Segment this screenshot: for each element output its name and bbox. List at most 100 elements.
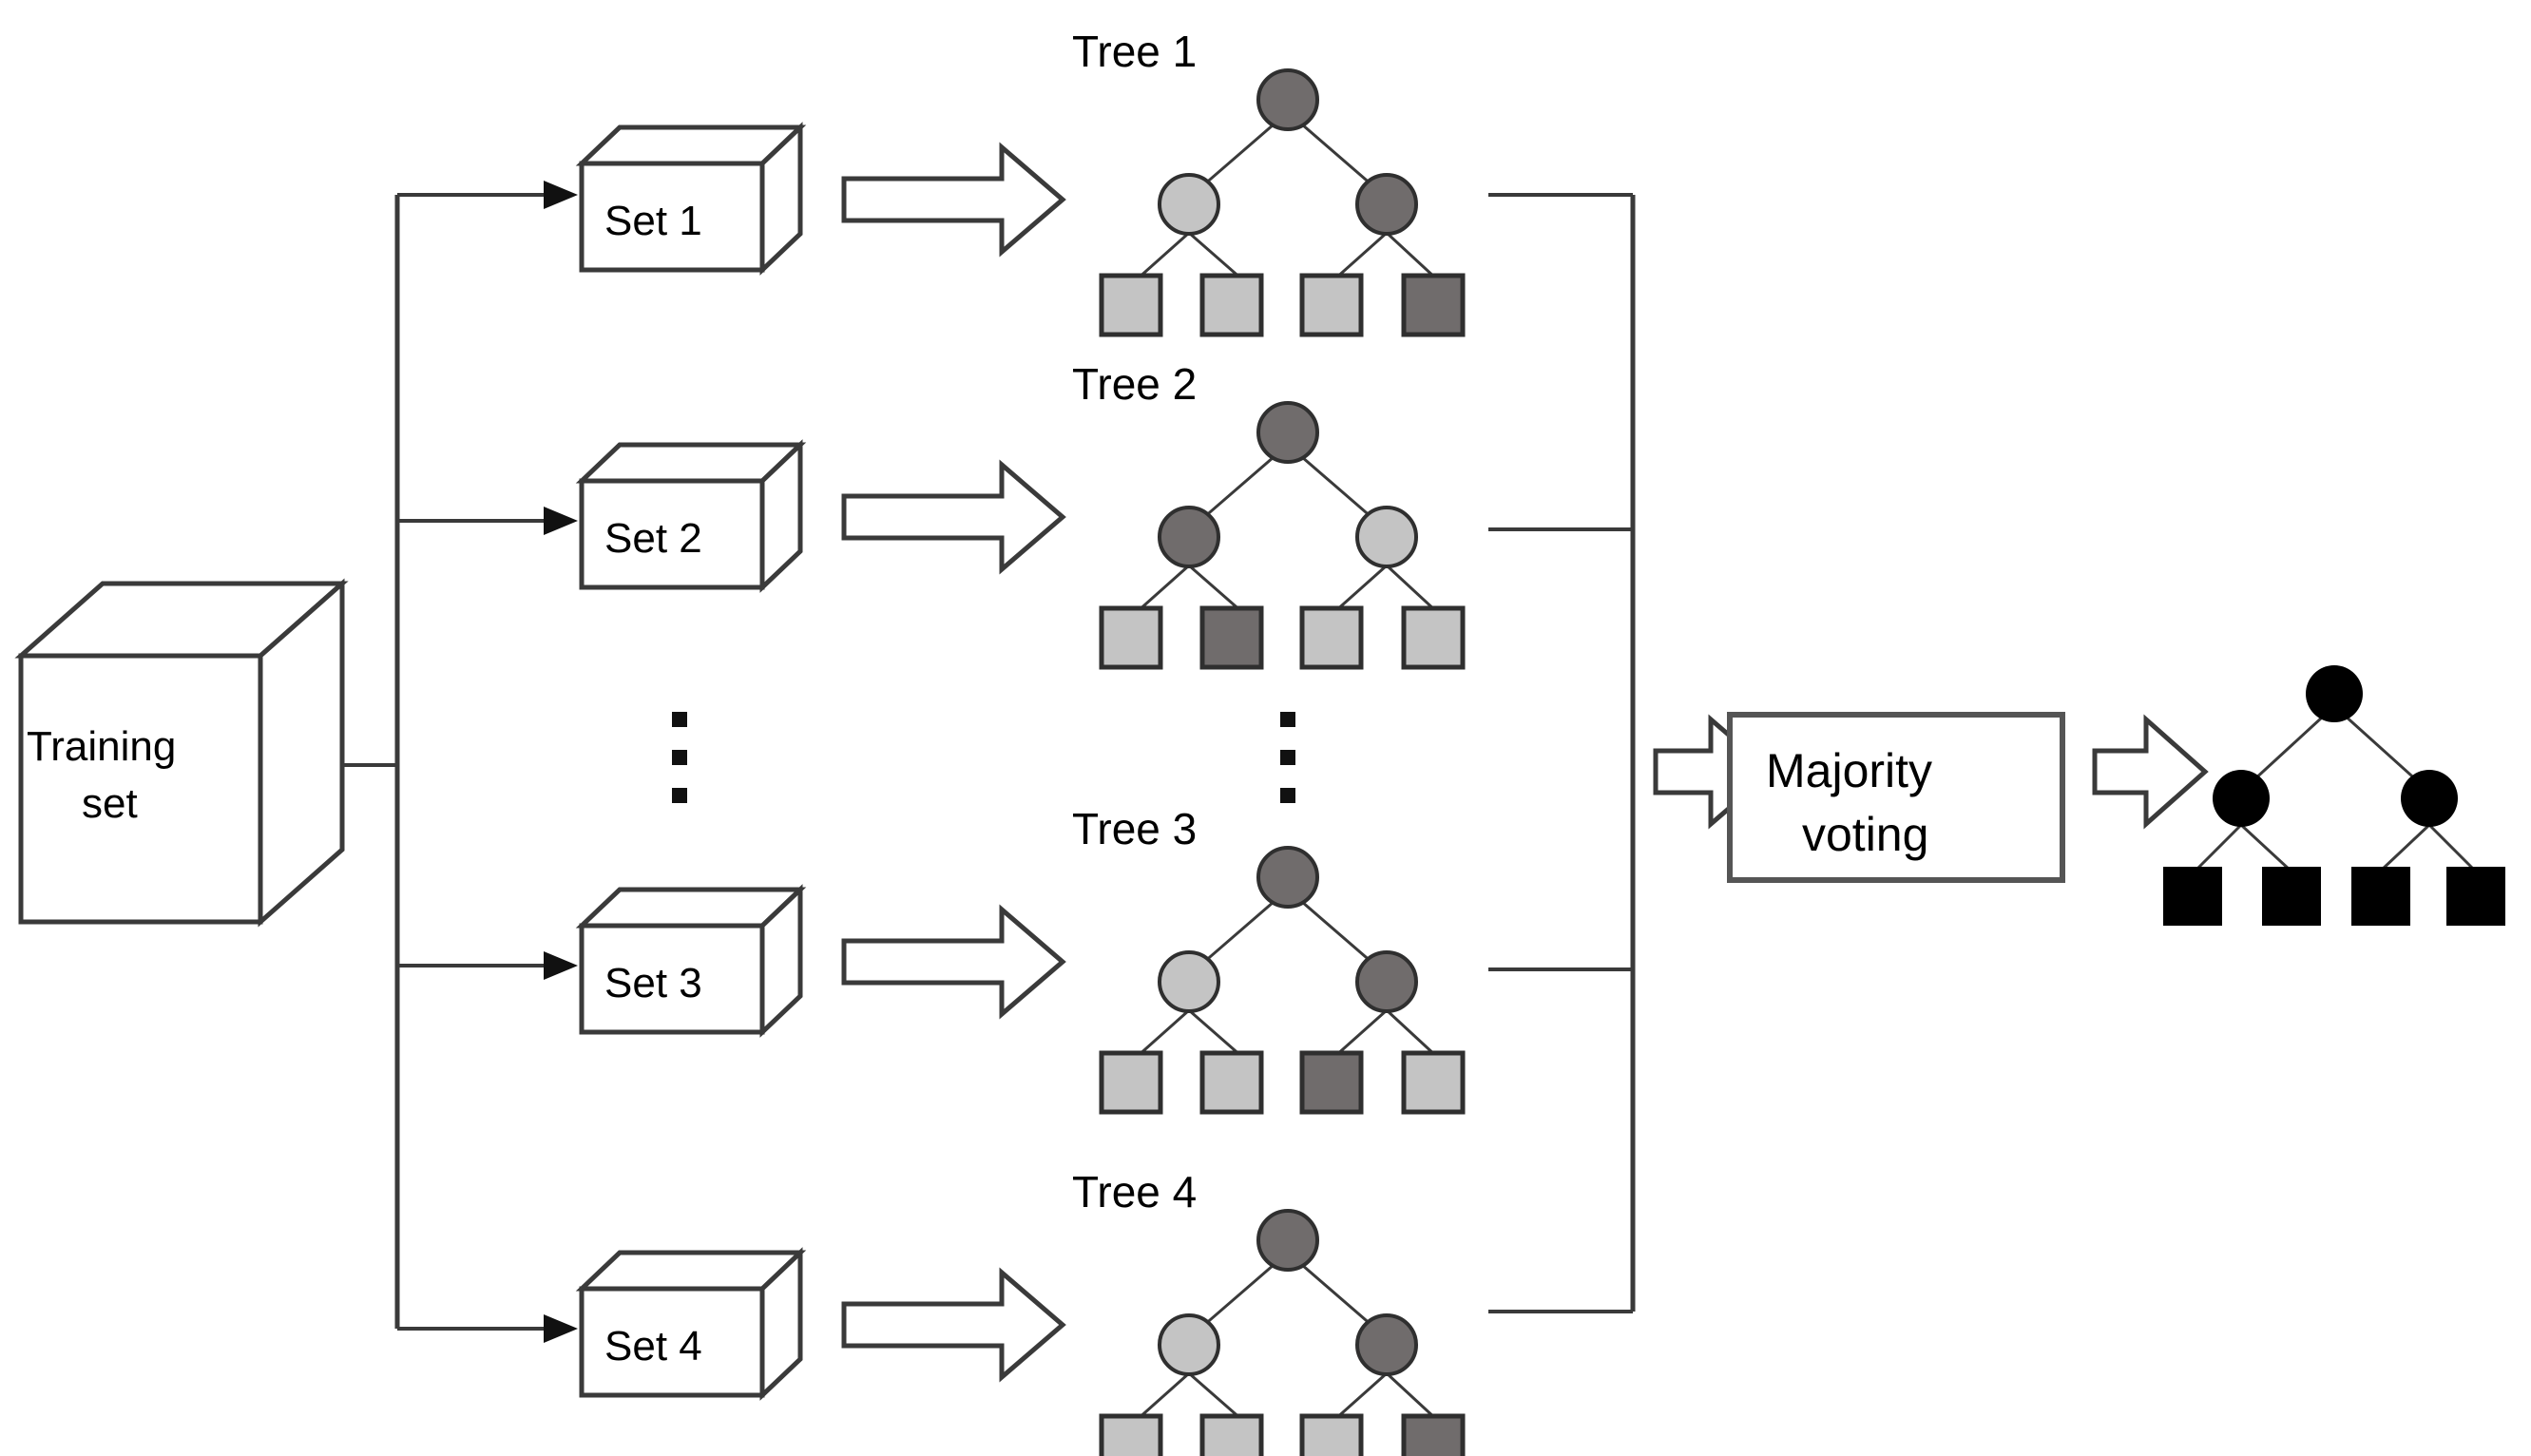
tree-1-edge-l-lr	[1188, 231, 1243, 281]
set-2-box: Set 2	[575, 439, 807, 593]
set-ellipsis-dot-3	[672, 788, 687, 803]
set-to-tree-arrow-1	[841, 142, 1066, 258]
training-set-label-line1: Training	[27, 723, 176, 770]
tree-ellipsis-dot-3	[1280, 788, 1295, 803]
set-4-front-face	[579, 1286, 765, 1398]
set-ellipsis-dot-2	[672, 750, 687, 765]
tree-1-edge-l-ll	[1136, 231, 1190, 281]
tree-3: Tree 3	[1072, 804, 1466, 1115]
arrow-to-result-tree	[2092, 714, 2209, 830]
tree-4-internal-node-left	[1158, 1313, 1220, 1376]
tree-2-edge-l-lr	[1188, 564, 1243, 614]
result-tree	[2163, 665, 2505, 926]
tree-2-leaf-1	[1099, 605, 1163, 670]
split-arrow-1	[397, 181, 578, 209]
set-2-front-face	[579, 478, 765, 590]
tree-3-leaf-4	[1401, 1050, 1466, 1115]
tree-2: Tree 2	[1072, 359, 1466, 670]
tree-3-internal-node-right	[1355, 950, 1418, 1013]
tree-4-internal-node-right	[1355, 1313, 1418, 1376]
tree-3-internal-node-left	[1158, 950, 1220, 1013]
majority-voting-label-line1: Majority	[1766, 744, 1932, 797]
tree-2-edge-r-rl	[1333, 564, 1388, 614]
split-arrow-2	[397, 507, 578, 535]
set-to-tree-arrow-2	[841, 459, 1066, 575]
tree-4-root-node	[1256, 1209, 1319, 1272]
training-set-label-line2: set	[82, 780, 138, 827]
result-tree-edge-r-rr	[2427, 823, 2477, 872]
set-3-box: Set 3	[575, 884, 807, 1038]
set-1-box: Set 1	[575, 122, 807, 276]
result-tree-leaf-3	[2351, 867, 2410, 926]
result-tree-edge-l-ll	[2194, 823, 2243, 872]
tree-3-root-node	[1256, 846, 1319, 909]
training-set-right-face	[258, 578, 345, 928]
tree-1-internal-node-left	[1158, 173, 1220, 236]
tree-4-edge-l-ll	[1136, 1371, 1190, 1422]
tree-1-label: Tree 1	[1072, 27, 1197, 76]
majority-voting-box: Majority voting	[1727, 712, 2065, 883]
result-tree-leaf-2	[2262, 867, 2321, 926]
result-tree-leaf-4	[2446, 867, 2505, 926]
result-tree-root-node	[2306, 665, 2363, 722]
tree-2-internal-node-left	[1158, 506, 1220, 568]
tree-1-internal-node-right	[1355, 173, 1418, 236]
set-to-tree-arrow-3	[841, 904, 1066, 1020]
tree-1-leaf-3	[1299, 273, 1364, 337]
set-3-right-face	[759, 884, 803, 1038]
set-3-label: Set 3	[604, 960, 702, 1006]
tree-1: Tree 1	[1072, 27, 1466, 337]
tree-1-leaf-1	[1099, 273, 1163, 337]
tree-4-leaf-4	[1401, 1413, 1466, 1456]
tree-1-leaf-2	[1199, 273, 1264, 337]
tree-3-leaf-3	[1299, 1050, 1364, 1115]
result-tree-internal-node-left	[2213, 770, 2270, 827]
set-4-right-face	[759, 1247, 803, 1401]
tree-3-leaf-2	[1199, 1050, 1264, 1115]
collector-bus	[1488, 193, 1636, 1313]
tree-ellipsis-dot-2	[1280, 750, 1295, 765]
majority-voting-label-line2: voting	[1802, 808, 1928, 861]
tree-ellipsis-dot-1	[1280, 712, 1295, 727]
tree-3-label: Tree 3	[1072, 804, 1197, 853]
tree-2-edge-l-ll	[1136, 564, 1190, 614]
training-set-box: Training set	[14, 578, 349, 928]
set-to-tree-arrow-4	[841, 1267, 1066, 1383]
tree-4-leaf-3	[1299, 1413, 1364, 1456]
tree-2-label: Tree 2	[1072, 359, 1197, 409]
set-ellipsis	[672, 712, 687, 803]
set-2-right-face	[759, 439, 803, 593]
tree-2-leaf-3	[1299, 605, 1364, 670]
tree-4-edge-l-lr	[1188, 1371, 1243, 1422]
result-tree-internal-node-right	[2401, 770, 2458, 827]
tree-1-edge-r-rl	[1333, 231, 1388, 281]
set-1-right-face	[759, 122, 803, 276]
result-tree-leaf-1	[2163, 867, 2222, 926]
tree-4-label: Tree 4	[1072, 1167, 1197, 1217]
tree-2-leaf-4	[1401, 605, 1466, 670]
set-1-label: Set 1	[604, 198, 702, 244]
set-4-label: Set 4	[604, 1323, 702, 1370]
tree-4-leaf-1	[1099, 1413, 1163, 1456]
tree-2-edge-r-rr	[1385, 564, 1439, 614]
result-tree-edge-r-rl	[2379, 823, 2431, 872]
split-bus	[342, 181, 578, 1343]
tree-3-edge-l-ll	[1136, 1008, 1190, 1059]
majority-voting-rect	[1727, 712, 2065, 883]
split-arrow-3	[397, 951, 578, 980]
tree-2-leaf-2	[1199, 605, 1264, 670]
tree-1-leaf-4	[1401, 273, 1466, 337]
tree-4-edge-r-rl	[1333, 1371, 1388, 1422]
tree-ellipsis	[1280, 712, 1295, 803]
set-ellipsis-dot-1	[672, 712, 687, 727]
tree-1-root-node	[1256, 68, 1319, 131]
tree-1-edge-r-rr	[1385, 231, 1439, 281]
tree-3-edge-r-rl	[1333, 1008, 1388, 1059]
set-2-label: Set 2	[604, 515, 702, 562]
split-arrow-4	[397, 1314, 578, 1343]
tree-4-edge-r-rr	[1385, 1371, 1439, 1422]
tree-4-leaf-2	[1199, 1413, 1264, 1456]
